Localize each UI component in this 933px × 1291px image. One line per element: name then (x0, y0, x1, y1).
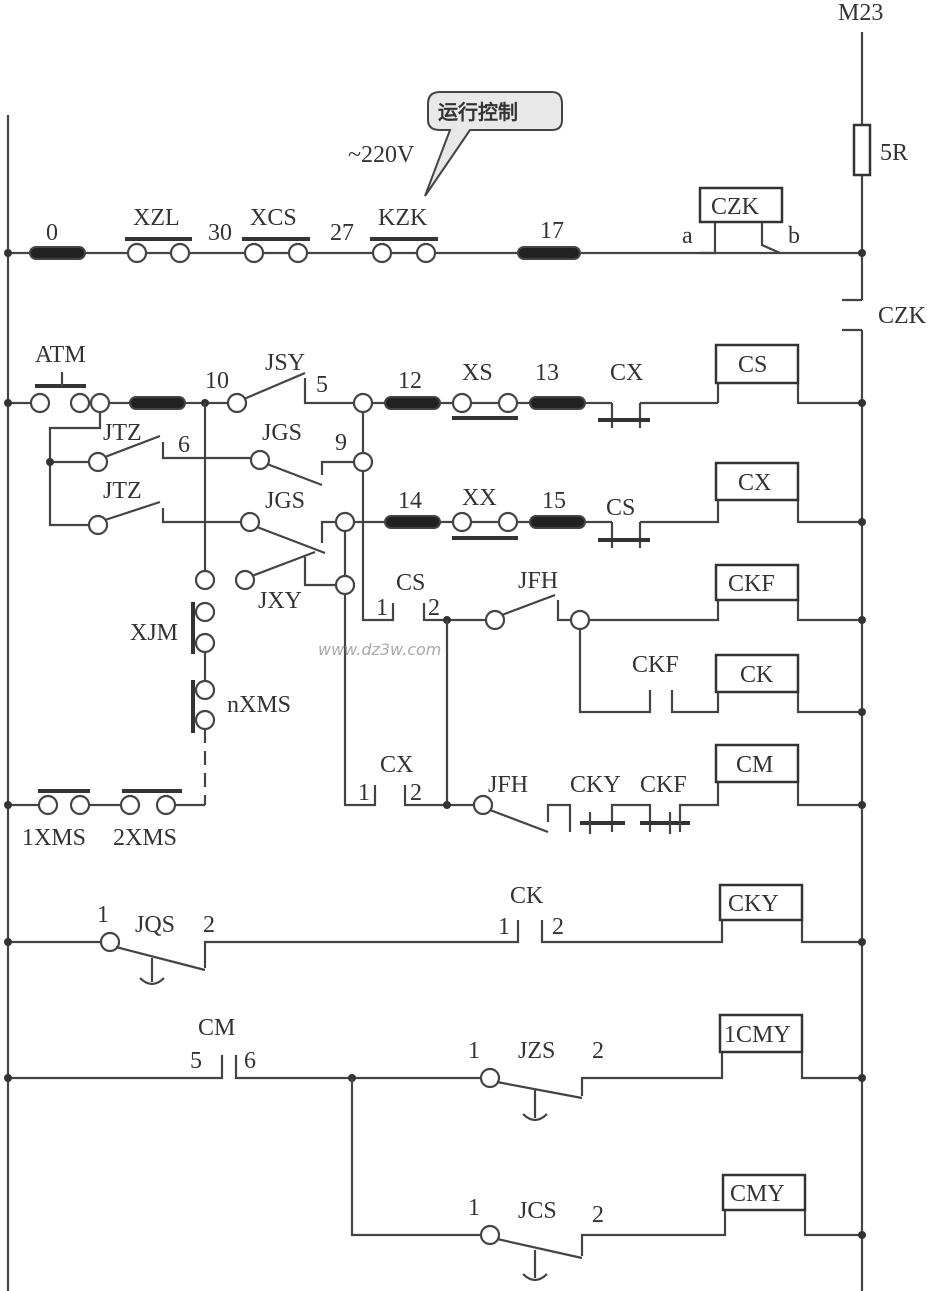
svg-text:JTZ: JTZ (103, 478, 142, 504)
row-1cmy: CM 5 6 1 JZS 2 1CMY (4, 1013, 866, 1122)
svg-text:2: 2 (552, 914, 564, 940)
row-cmy: 1 JCS 2 CMY (350, 1078, 866, 1282)
svg-text:运行控制: 运行控制 (438, 100, 518, 124)
svg-text:JGS: JGS (265, 488, 305, 514)
svg-text:CM: CM (198, 1015, 235, 1041)
fuse-5r (852, 123, 872, 177)
svg-text:2: 2 (592, 1038, 604, 1064)
svg-text:1: 1 (468, 1195, 480, 1221)
svg-text:2: 2 (592, 1202, 604, 1228)
watermark: www.dz3w.com (318, 640, 441, 659)
row-czk: 0 XZL 30 XCS 27 KZK 17 a b CZK (4, 186, 866, 264)
source-label: M23 (838, 0, 883, 26)
svg-text:JTZ: JTZ (103, 420, 142, 446)
svg-text:CK: CK (510, 883, 544, 909)
svg-text:nXMS: nXMS (227, 692, 291, 718)
row-cs: ATM 10 JSY 5 12 XS 13 CX CS (4, 342, 866, 428)
svg-text:1: 1 (358, 780, 370, 806)
svg-text:JXY: JXY (258, 588, 302, 614)
svg-text:1CMY: 1CMY (724, 1022, 791, 1048)
svg-text:6: 6 (178, 432, 190, 458)
svg-text:JCS: JCS (518, 1198, 557, 1224)
czk-contact: CZK (842, 298, 927, 332)
svg-text:1: 1 (498, 914, 510, 940)
jxy-switch: JXY (234, 531, 356, 614)
svg-text:CS: CS (738, 352, 767, 378)
column-10: XJM nXMS (130, 403, 291, 807)
svg-text:CZK: CZK (878, 303, 927, 329)
svg-text:CX: CX (738, 470, 771, 496)
svg-text:JFH: JFH (488, 772, 528, 798)
svg-text:14: 14 (398, 488, 422, 514)
svg-text:CX: CX (380, 752, 413, 778)
svg-text:CKY: CKY (728, 891, 779, 917)
svg-text:CS: CS (396, 570, 425, 596)
row-xms: 1XMS 2XMS (4, 789, 182, 851)
svg-text:CMY: CMY (730, 1181, 785, 1207)
svg-text:12: 12 (398, 368, 422, 394)
svg-text:a: a (682, 223, 693, 249)
svg-text:2: 2 (428, 595, 440, 621)
svg-text:XX: XX (462, 485, 497, 511)
svg-text:JGS: JGS (262, 420, 302, 446)
svg-text:XS: XS (462, 360, 493, 386)
svg-text:ATM: ATM (35, 342, 86, 368)
row-ckf: CS 1 2 JFH CKF (361, 471, 866, 805)
svg-text:CKF: CKF (640, 772, 687, 798)
svg-text:1: 1 (97, 902, 109, 928)
svg-text:JZS: JZS (518, 1038, 555, 1064)
svg-text:CS: CS (606, 495, 635, 521)
svg-text:KZK: KZK (378, 205, 428, 231)
svg-text:15: 15 (542, 488, 566, 514)
svg-text:1: 1 (468, 1038, 480, 1064)
svg-text:JSY: JSY (265, 350, 305, 376)
row-ck: CKF CK (578, 629, 866, 716)
svg-text:17: 17 (540, 218, 564, 244)
svg-text:b: b (788, 223, 800, 249)
svg-text:27: 27 (330, 220, 354, 246)
svg-text:6: 6 (244, 1048, 256, 1074)
svg-text:5: 5 (316, 372, 328, 398)
svg-text:1XMS: 1XMS (22, 825, 86, 851)
svg-text:2: 2 (410, 780, 422, 806)
row-9: JTZ 6 JGS 9 (46, 412, 374, 527)
svg-text:CK: CK (740, 662, 774, 688)
svg-text:30: 30 (208, 220, 232, 246)
fuse-5r-label: 5R (880, 140, 908, 166)
svg-text:XJM: XJM (130, 620, 178, 646)
svg-text:0: 0 (46, 220, 58, 246)
svg-text:9: 9 (335, 430, 347, 456)
svg-text:2: 2 (203, 912, 215, 938)
svg-text:XCS: XCS (250, 205, 297, 231)
voltage-label: ~220V (348, 142, 415, 168)
svg-text:CX: CX (610, 360, 643, 386)
svg-text:CKF: CKF (728, 571, 775, 597)
callout-run-control: 运行控制 (424, 91, 563, 197)
row-cm: CX 1 2 JFH CKY CKF CM (343, 594, 866, 834)
svg-text:JQS: JQS (135, 912, 175, 938)
svg-text:XZL: XZL (133, 205, 180, 231)
svg-text:JFH: JFH (518, 568, 558, 594)
svg-text:2XMS: 2XMS (113, 825, 177, 851)
svg-text:CZK: CZK (711, 194, 760, 220)
svg-text:5: 5 (190, 1048, 202, 1074)
svg-text:CKY: CKY (570, 772, 621, 798)
svg-text:10: 10 (205, 368, 229, 394)
svg-text:13: 13 (535, 360, 559, 386)
svg-text:1: 1 (376, 595, 388, 621)
svg-text:CKF: CKF (632, 652, 679, 678)
row-cx: JTZ JGS 14 XX 15 CS CX (87, 461, 866, 555)
svg-text:CM: CM (736, 752, 773, 778)
